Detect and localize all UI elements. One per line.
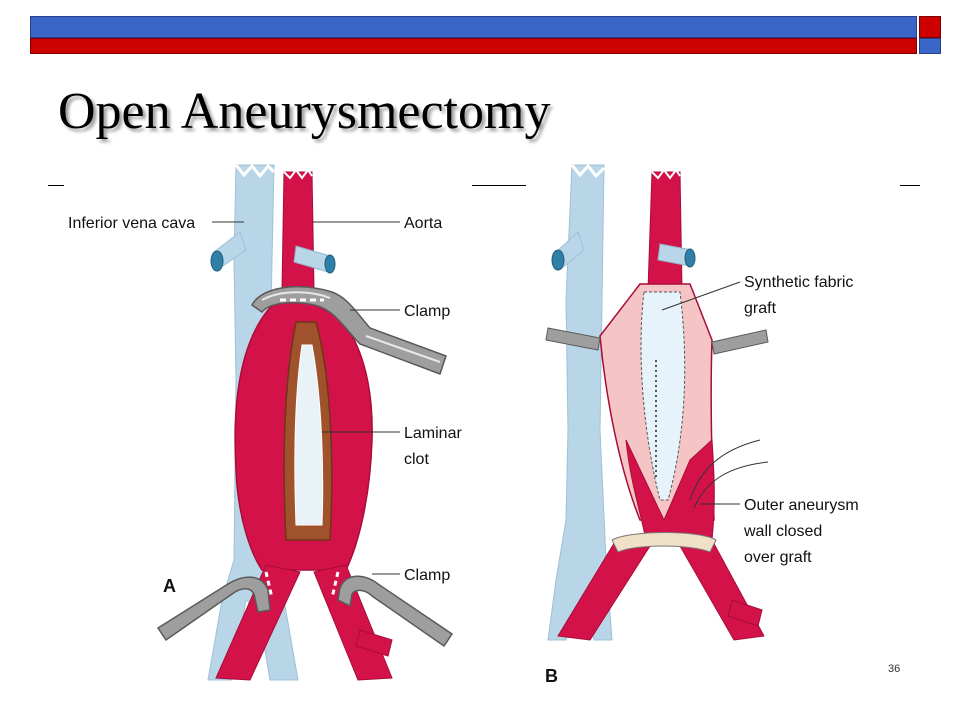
- iliac-left-a: [215, 564, 301, 681]
- panel-letter-a: A: [163, 576, 176, 596]
- header-bar-red: [30, 38, 917, 54]
- divider-tick-left: [48, 185, 64, 186]
- label-outer-aneurysm: Outer aneurysm: [744, 497, 859, 514]
- ivc-jagged-top-a: [234, 163, 276, 179]
- clamp-top-a: [251, 286, 447, 375]
- slide-title: Open Aneurysmectomy: [58, 83, 551, 140]
- page-number: 36: [888, 663, 901, 675]
- ivc-branch-cut-a: [210, 250, 224, 272]
- aorta-top-a: [281, 171, 315, 291]
- label-graft: graft: [744, 300, 777, 317]
- iliac-anastomosis-b: [611, 532, 717, 553]
- label-laminar: Laminar: [404, 425, 462, 442]
- label-synthetic-fabric: Synthetic fabric: [744, 274, 853, 291]
- leader-lines-b: [661, 281, 741, 505]
- panel-a: Inferior vena cava Aorta Clamp Laminar c…: [68, 163, 462, 681]
- header-bar-blue: [30, 16, 917, 38]
- clamp-right-b: [711, 329, 769, 355]
- label-aorta: Aorta: [404, 215, 442, 232]
- header-square-red: [919, 16, 941, 38]
- label-wall-closed: wall closed: [743, 523, 822, 540]
- synthetic-graft-b: [640, 291, 686, 501]
- label-inferior-vena-cava: Inferior vena cava: [68, 215, 195, 232]
- label-clamp-top: Clamp: [404, 303, 450, 320]
- divider-tick-right: [900, 185, 920, 186]
- iliac-right-branch-a: [355, 629, 393, 657]
- aorta-branch-cut-b: [684, 248, 696, 268]
- header-square-blue: [919, 38, 941, 54]
- clamp-left-b: [545, 327, 601, 351]
- clot-lumen-a: [294, 344, 324, 526]
- panel-letter-b: B: [545, 666, 558, 686]
- aorta-jagged-top-a: [283, 168, 313, 180]
- aorta-top-b: [647, 171, 683, 291]
- aorta-jagged-top-b: [651, 168, 681, 180]
- label-clot: clot: [404, 451, 429, 468]
- aorta-branch-cut-a: [324, 254, 336, 274]
- clamp-bottom-dash-a: [264, 571, 340, 599]
- clamp-top-highlight-a: [261, 291, 441, 363]
- label-clamp-bottom: Clamp: [404, 567, 450, 584]
- ivc-branch-cut-b: [551, 249, 565, 271]
- label-over-graft: over graft: [744, 549, 812, 566]
- panel-b: Synthetic fabric graft Outer aneurysm wa…: [545, 163, 859, 686]
- suture-threads-b: [689, 439, 769, 509]
- iliac-right-branch-b: [727, 599, 763, 627]
- leader-lines-a: [212, 221, 400, 575]
- clamp-bottom-left-a: [156, 576, 271, 642]
- ivc-jagged-top-b: [570, 163, 606, 179]
- divider-tick-middle: [472, 185, 526, 186]
- clamp-bottom-right-a: [337, 575, 454, 648]
